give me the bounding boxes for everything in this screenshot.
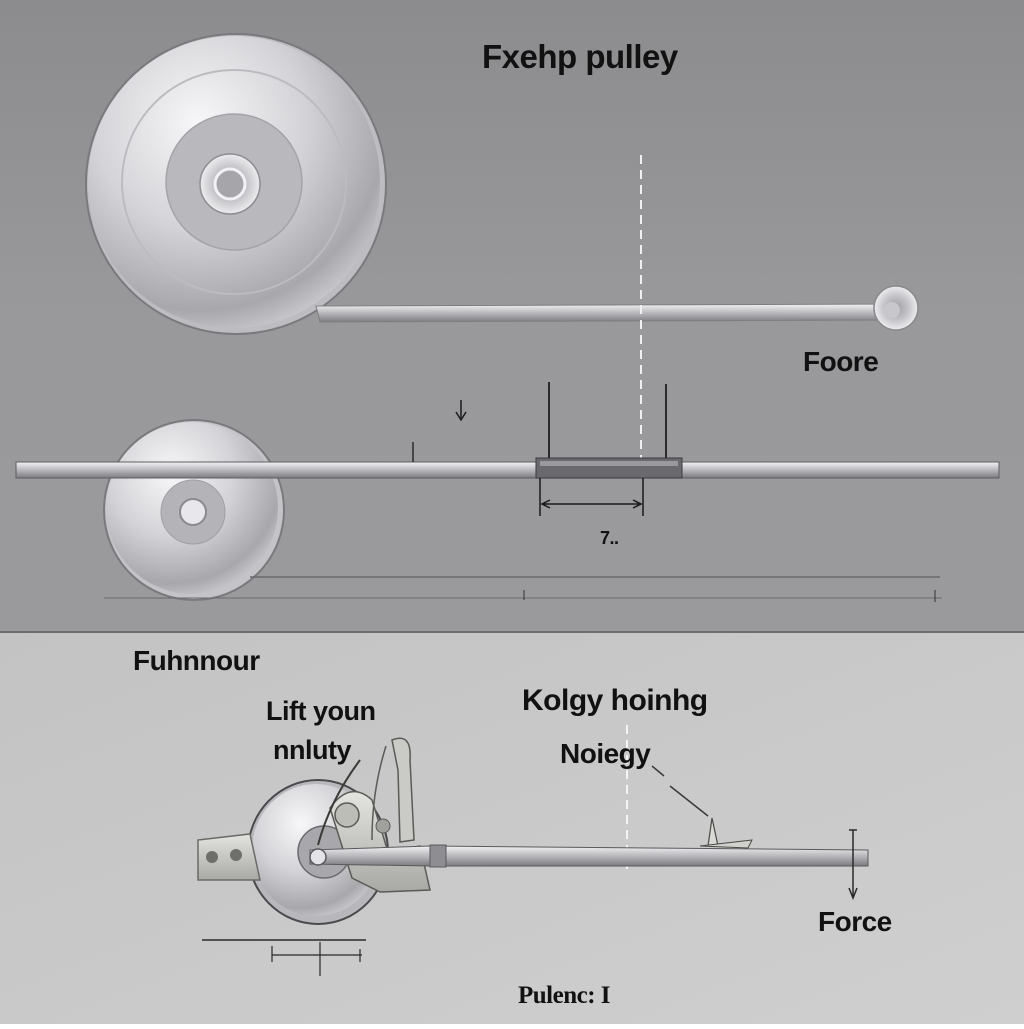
pulley-bracket-icon — [197, 737, 431, 893]
down-arrow-icon — [455, 400, 467, 422]
lift-label-line2: nnluty — [273, 735, 352, 765]
bottom-lever-rod — [309, 844, 869, 868]
leader-line — [669, 785, 709, 817]
leader-line — [651, 765, 665, 777]
bottom-dimension — [202, 939, 366, 976]
middle-label-line2: Noiegy — [560, 738, 651, 769]
clip-hook — [699, 817, 753, 849]
dimension-line — [539, 478, 644, 516]
top-pulley-rod — [315, 285, 919, 331]
small-pulley-wheel-icon — [103, 419, 285, 601]
lift-label-line1: Lift youn — [266, 696, 376, 726]
large-pulley-wheel-icon — [85, 33, 387, 335]
down-arrow-icon — [848, 829, 858, 901]
force-label-top: Foore — [803, 346, 879, 377]
bottom-panel — [0, 632, 1024, 1024]
bottom-caption: Pulenc: I — [518, 982, 611, 1009]
top-pulley-title: Fxehp pulley — [482, 38, 678, 75]
bottom-section-title: Fuhnnour — [133, 645, 260, 676]
middle-label-line1: Kolgy hoinhg — [522, 684, 708, 717]
force-label-bottom: Force — [818, 906, 892, 937]
dimension-value: 7.. — [600, 528, 619, 548]
horizontal-beam — [15, 457, 1000, 479]
